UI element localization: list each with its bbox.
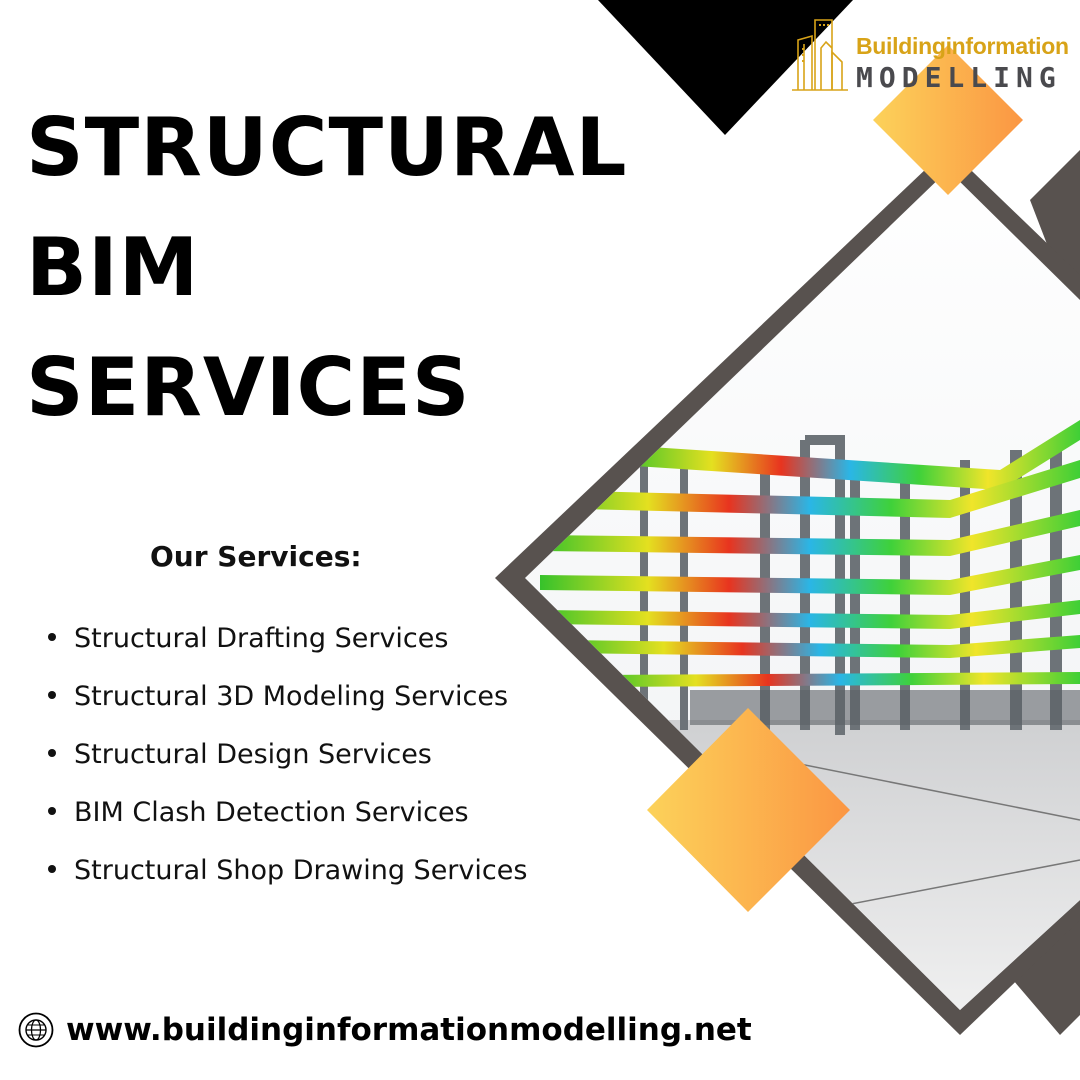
list-item: Structural Shop Drawing Services bbox=[48, 842, 527, 900]
services-heading: Our Services: bbox=[150, 540, 362, 573]
bullet-icon bbox=[48, 806, 56, 815]
title-line: SERVICES bbox=[26, 341, 471, 434]
building-logo-icon bbox=[792, 19, 848, 91]
list-item: Structural Design Services bbox=[48, 726, 527, 784]
black-diamond bbox=[598, 0, 853, 135]
list-item-label: Structural Shop Drawing Services bbox=[74, 855, 528, 886]
bullet-icon bbox=[48, 748, 56, 757]
list-item-label: BIM Clash Detection Services bbox=[74, 797, 469, 828]
title-line: STRUCTURAL bbox=[26, 101, 628, 194]
orange-diamond-bottom bbox=[647, 708, 850, 912]
services-list: Structural Drafting Services Structural … bbox=[48, 610, 527, 900]
page-title: STRUCTURAL BIM SERVICES bbox=[26, 88, 627, 448]
website-url[interactable]: www.buildinginformationmodelling.net bbox=[66, 1012, 752, 1048]
list-item: Structural Drafting Services bbox=[48, 610, 527, 668]
title-line: BIM bbox=[26, 221, 200, 314]
bullet-icon bbox=[48, 690, 56, 699]
list-item: BIM Clash Detection Services bbox=[48, 784, 527, 842]
list-item-label: Structural Design Services bbox=[74, 739, 432, 770]
website-link[interactable]: www.buildinginformationmodelling.net bbox=[18, 1012, 752, 1048]
globe-icon bbox=[18, 1012, 54, 1048]
orange-diamond-top bbox=[873, 45, 1023, 195]
list-item-label: Structural Drafting Services bbox=[74, 623, 449, 654]
bullet-icon bbox=[48, 632, 56, 641]
list-item: Structural 3D Modeling Services bbox=[48, 668, 527, 726]
bullet-icon bbox=[48, 864, 56, 873]
logo-line1: Buildinginformation bbox=[856, 33, 1069, 59]
list-item-label: Structural 3D Modeling Services bbox=[74, 681, 509, 712]
logo-line2: MODELLING bbox=[856, 61, 1062, 94]
company-logo: Buildinginformation MODELLING bbox=[790, 18, 1080, 96]
